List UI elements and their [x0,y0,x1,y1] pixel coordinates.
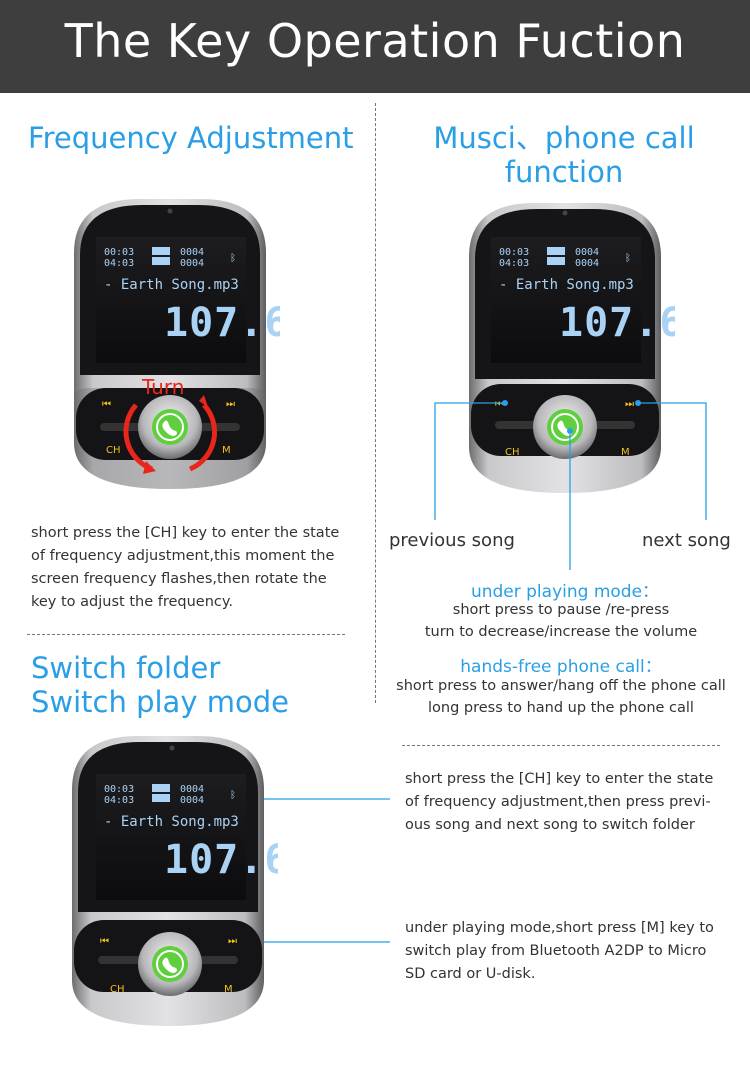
left-divider [27,634,345,635]
turn-label: Turn [141,375,184,399]
svg-text:04:03: 04:03 [104,258,134,269]
device-frequency: 00:03 04:03 0004 0004 ᛒ - Earth Song.mp3… [74,199,280,489]
svg-text:ᛒ: ᛒ [625,253,631,264]
device-music: 00:03 04:03 0004 0004 ᛒ - Earth Song.mp3… [469,203,675,493]
svg-text:CH: CH [505,447,520,458]
svg-text:CH: CH [106,445,121,456]
vertical-divider [375,103,376,703]
device-switch: 00:03 04:03 0004 0004 ᛒ - Earth Song.mp3… [72,736,278,1026]
switch-title: Switch folder Switch play mode [31,651,289,719]
svg-text:04:03: 04:03 [499,258,529,269]
svg-text:0004: 0004 [180,258,204,269]
right-divider [402,745,720,746]
svg-text:⏮: ⏮ [102,399,111,410]
lcd-song: - Earth Song.mp3 [104,277,239,293]
playing-mode-title: under playing mode： [470,582,660,602]
svg-text:ᛒ: ᛒ [230,253,236,264]
svg-text:ᛒ: ᛒ [230,790,236,801]
switch-folder-description: short press the [CH] key to enter the st… [405,771,714,833]
switch-mode-description: under playing mode,short press [M] key t… [405,920,714,982]
svg-text:00:03: 00:03 [499,247,529,258]
frequency-description: short press the [CH] key to enter the st… [31,525,340,610]
svg-text:M: M [621,447,630,458]
svg-text:M: M [224,984,233,995]
svg-text:04:03: 04:03 [104,795,134,806]
header-banner: The Key Operation Fuction [0,0,750,93]
playing-mode-description: short press to pause /re-press turn to d… [424,602,698,640]
lcd-frequency: 107.6 [164,300,280,346]
svg-text:- Earth Song.mp3: - Earth Song.mp3 [499,277,634,293]
svg-text:0004: 0004 [575,258,599,269]
svg-text:⏭: ⏭ [228,936,237,947]
svg-text:0004: 0004 [180,784,204,795]
svg-text:CH: CH [110,984,125,995]
svg-text:00:03: 00:03 [104,784,134,795]
svg-text:⏭: ⏭ [625,399,634,410]
svg-text:107.6: 107.6 [164,837,278,883]
music-title: Musci、phone call function [433,121,695,189]
svg-text:0004: 0004 [575,247,599,258]
frequency-title: Frequency Adjustment [28,121,354,155]
lcd-time: 00:03 [104,247,134,258]
svg-text:0004: 0004 [180,795,204,806]
handsfree-title: hands-free phone call： [460,657,662,677]
page-title: The Key Operation Fuction [64,14,686,68]
svg-text:- Earth Song.mp3: - Earth Song.mp3 [104,814,239,830]
svg-text:M: M [222,445,231,456]
svg-text:⏭: ⏭ [226,399,235,410]
svg-text:0004: 0004 [180,247,204,258]
previous-song-label: previous song [389,530,515,551]
svg-text:⏮: ⏮ [495,399,504,410]
next-song-label: next song [642,530,731,551]
svg-text:⏮: ⏮ [100,936,109,947]
svg-text:107.6: 107.6 [559,300,675,346]
handsfree-description: short press to answer/hang off the phone… [396,678,726,716]
